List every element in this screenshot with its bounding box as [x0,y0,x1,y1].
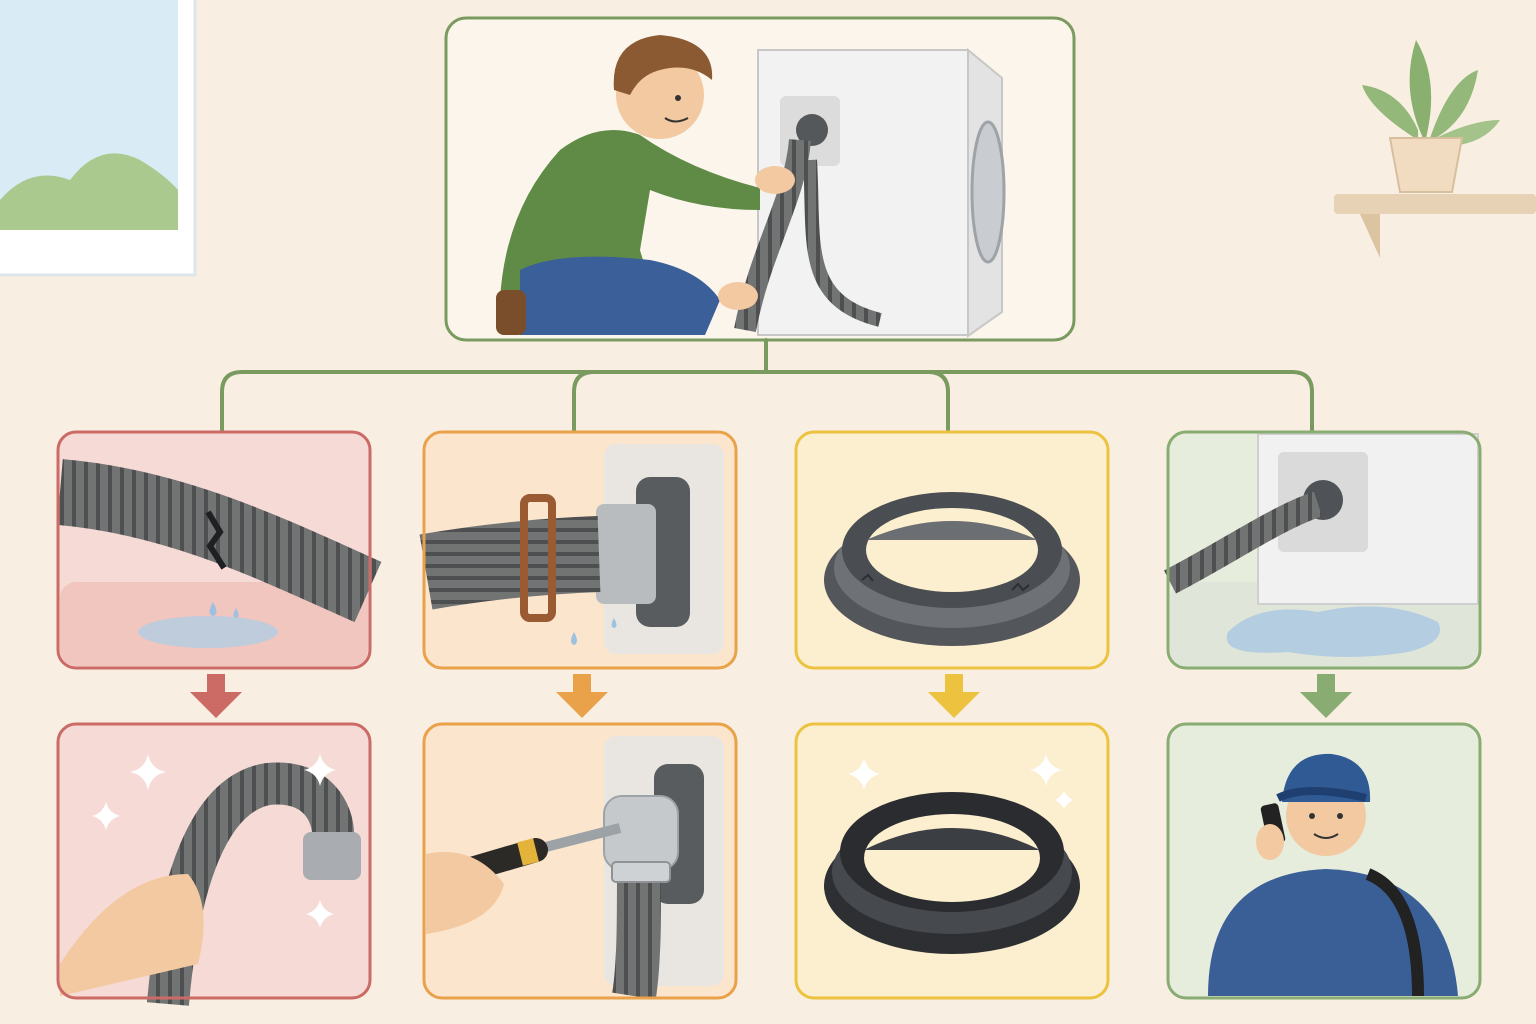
branch-leaking-washer [1164,430,1482,1000]
problem-panel [794,430,1110,670]
root-panel [444,16,1076,342]
screwdriver-tighten-clamp-icon [426,736,724,1000]
sparkle-icon [848,758,880,790]
problem-panel-border [794,430,1110,670]
solution-panel-border [422,722,738,1000]
water-pool-under-washer-icon [1164,433,1479,666]
cracked-rubber-gasket-icon [824,492,1080,646]
sparkle-icon [92,802,120,830]
new-rubber-gasket-icon [824,754,1080,954]
sparkle-icon [304,754,336,786]
connector-lines [220,338,1314,432]
new-hose-icon [60,754,361,1006]
solution-panel-border [1166,722,1482,1000]
cracked-leaking-hose-icon [56,459,382,666]
problem-panel-border [56,430,372,670]
branch-cracked-hose [56,430,382,1006]
arrow-down-icon [556,674,608,718]
potted-plant [1362,40,1500,193]
branch-loose-clamp [419,430,738,1000]
call-plumber-icon [1208,753,1458,997]
wall-shelf [1334,194,1536,258]
solution-panel-border [794,722,1110,1000]
solution-panel [794,722,1110,1000]
rusty-clamp-dripping-icon [419,444,724,654]
sparkle-icon [1055,791,1073,809]
window [0,0,197,277]
man-repairing [496,35,795,335]
sparkle-icon [1030,754,1062,786]
solution-panel [56,722,372,1006]
solution-panel [1166,722,1482,1000]
solution-panel [422,722,738,1000]
problem-panel [1164,430,1482,670]
branch-layer [56,430,1482,1006]
solution-panel-border [56,722,372,1000]
problem-panel [56,430,382,670]
problem-panel-border [1166,430,1482,670]
problem-panel [419,430,738,670]
arrow-down-icon [928,674,980,718]
problem-panel-border [422,430,738,670]
arrow-down-icon [1300,674,1352,718]
sparkle-icon [306,900,334,928]
sparkle-icon [130,754,166,790]
arrow-down-icon [190,674,242,718]
branch-worn-gasket [794,430,1110,1000]
